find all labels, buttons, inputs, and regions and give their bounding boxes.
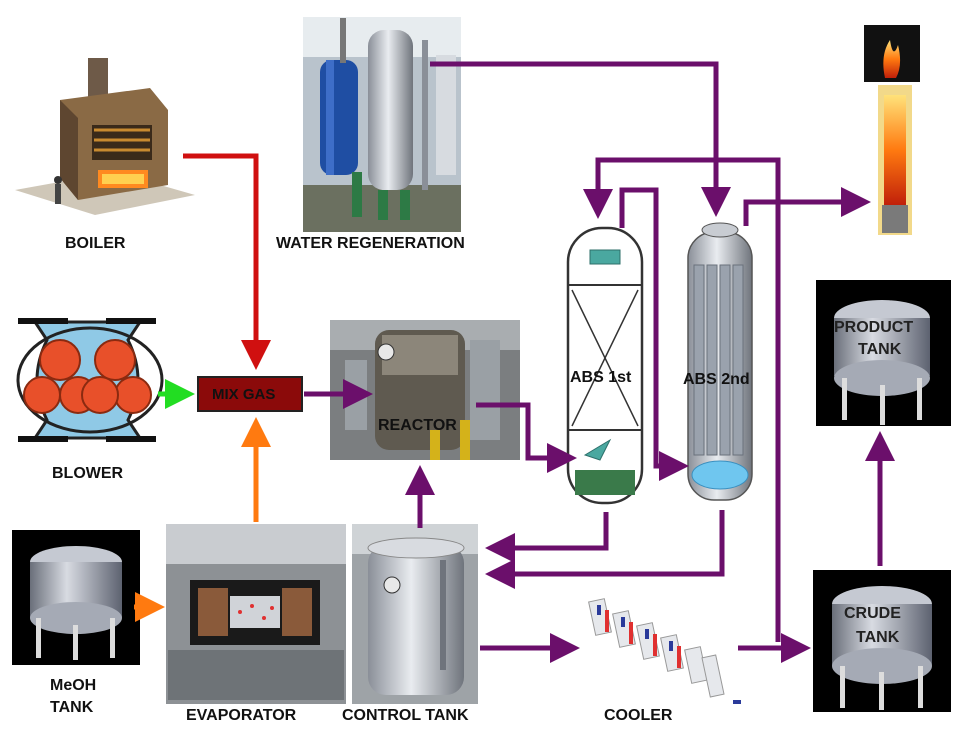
evaporator-equipment: [166, 524, 346, 704]
abs-1st-column: [566, 226, 644, 505]
blower-label: BLOWER: [52, 465, 124, 482]
blower-equipment: [16, 318, 164, 442]
meoh-tank-label-line2: TANK: [50, 699, 94, 716]
steam-line: [183, 153, 271, 370]
abs2-to-control-tank-line: [485, 510, 725, 589]
crude-tank-label-line2: TANK: [856, 629, 900, 646]
reactor-equipment: [330, 320, 520, 460]
meoh-tank-equipment: [12, 530, 140, 665]
cooler-equipment: [588, 598, 741, 704]
abs1-to-abs2-line: [619, 187, 689, 481]
water-to-abs2-line: [430, 61, 731, 217]
recycle-to-abs1-line: [583, 157, 781, 642]
flare-stack: [864, 25, 920, 235]
product-tank-equipment: [816, 280, 951, 426]
reactor-label: REACTOR: [378, 417, 457, 434]
crude-tank-equipment: [813, 570, 951, 712]
reactor-to-abs1-line: [476, 402, 577, 473]
abs-1st-label: ABS 1st: [570, 369, 632, 386]
abs-2nd-label: ABS 2nd: [683, 371, 750, 388]
evaporator-label: EVAPORATOR: [186, 707, 297, 724]
crude-tank-label-line1: CRUDE: [844, 605, 901, 622]
abs1-to-control-tank-line: [485, 512, 609, 563]
mix-gas-label: MIX GAS: [212, 386, 275, 403]
control-tank-equipment: [352, 524, 478, 704]
boiler-equipment: [15, 58, 195, 215]
water-regeneration-equipment: [303, 17, 461, 232]
abs2-to-flare-line: [743, 187, 871, 226]
control-tank-label: CONTROL TANK: [342, 707, 469, 724]
meoh-tank-label-line1: MeOH: [50, 677, 96, 694]
cooler-label: COOLER: [604, 707, 673, 724]
boiler-label: BOILER: [65, 235, 126, 252]
mix-gas-box: [197, 376, 303, 412]
product-tank-label-line1: PRODUCT: [834, 319, 913, 336]
product-tank-label-line2: TANK: [858, 341, 902, 358]
abs-2nd-column: [687, 222, 753, 501]
water-regeneration-label: WATER REGENERATION: [276, 235, 465, 252]
